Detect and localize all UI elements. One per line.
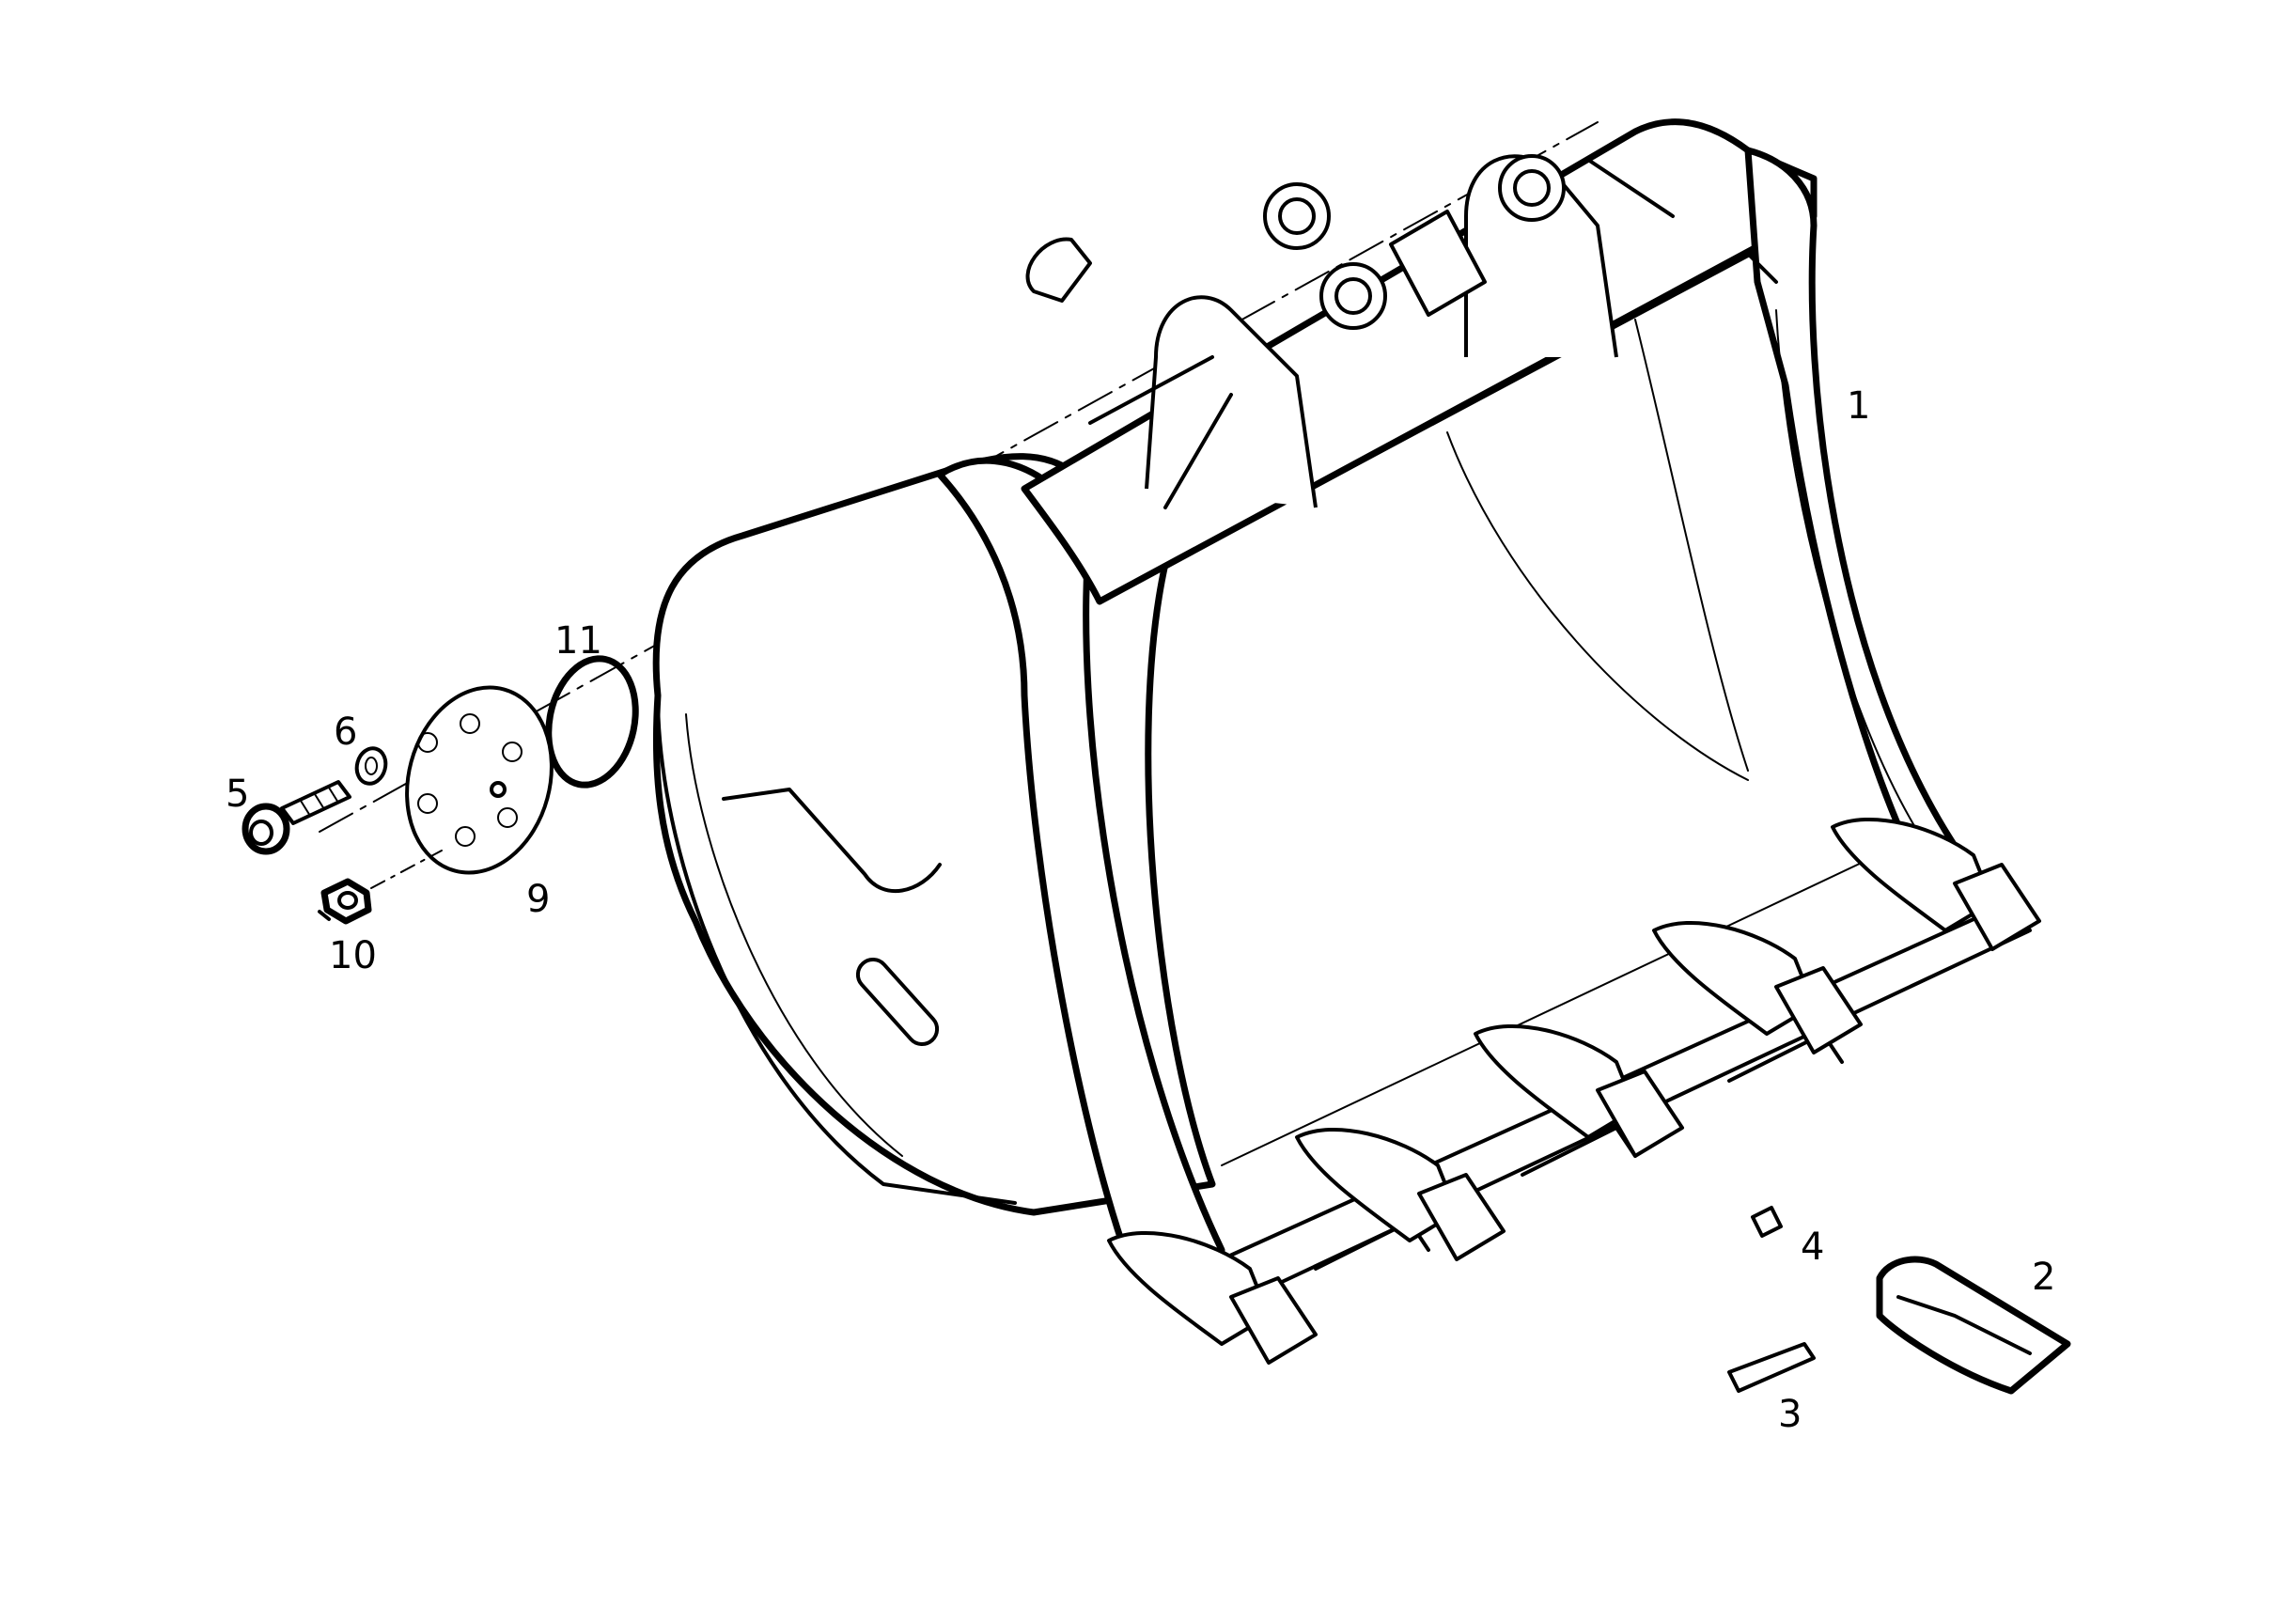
callout-9: 9	[526, 878, 550, 921]
right-side-plate	[1744, 147, 1996, 906]
side-plate-slot	[855, 958, 940, 1046]
lug-bore-2	[1319, 262, 1387, 330]
lug-rib-right	[1586, 158, 1778, 284]
tooth-2	[1295, 1128, 1506, 1261]
bucket-teeth	[1107, 818, 2041, 1365]
bucket-top-inner-edge	[1098, 224, 1806, 603]
back-hook-plate	[1025, 237, 1092, 303]
cover-hole-3	[502, 742, 523, 762]
left-wear-strip-inner	[685, 713, 903, 1157]
mounting-lug-left	[1145, 295, 1318, 508]
lug-bore-3	[1498, 154, 1566, 222]
cover-center-hole	[490, 781, 507, 798]
cover-hole-2	[460, 713, 480, 734]
callout-6: 6	[334, 710, 357, 754]
o-ring-part	[545, 655, 639, 789]
washer-part	[354, 746, 388, 786]
pin-tube	[1389, 210, 1487, 317]
lug-rib-left	[1088, 355, 1233, 509]
tooth-4	[1652, 921, 1863, 1054]
bucket-body	[319, 118, 2032, 1299]
lug-bore-1-inner	[1278, 197, 1316, 235]
tooth-tip-ridge	[1896, 1295, 2032, 1355]
side-plate-gusset	[722, 788, 942, 893]
grease-nipple-part	[318, 878, 372, 925]
bucket-interior-ridge	[1634, 319, 1749, 772]
cover-hole-6	[417, 793, 438, 814]
lug-bore-2-inner	[1334, 277, 1372, 315]
cover-plate-part	[405, 685, 554, 875]
callout-2: 2	[2032, 1256, 2055, 1299]
cover-hole-5	[455, 826, 476, 847]
bolt-part	[242, 780, 351, 855]
nipple-axis-line	[370, 850, 443, 889]
callout-5: 5	[226, 773, 249, 816]
callout-3: 3	[1778, 1393, 1802, 1436]
tooth-1	[1107, 1231, 1318, 1365]
callout-1: 1	[1847, 384, 1870, 428]
bucket-top-plate	[1021, 118, 1818, 605]
washer-hole	[365, 757, 378, 775]
cover-hole-1	[417, 732, 438, 753]
right-side-plate-inner	[1775, 309, 1927, 847]
callout-11: 11	[554, 619, 602, 663]
lug-bore-3-inner	[1513, 169, 1551, 207]
cover-hole-4	[497, 807, 518, 828]
tooth-3	[1474, 1024, 1684, 1158]
bucket-floor-line	[1221, 835, 1918, 1166]
footer-strip	[0, 1598, 2278, 1620]
callout-10: 10	[329, 934, 377, 977]
left-wear-strip	[656, 694, 1017, 1205]
retainer-part	[1751, 1206, 1783, 1238]
tooth-5	[1831, 818, 2041, 951]
callout-4: 4	[1801, 1226, 1824, 1269]
lug-bore-1	[1263, 182, 1331, 250]
bucket-interior-curve	[1446, 431, 1749, 781]
lock-pin-part	[1727, 1342, 1816, 1393]
